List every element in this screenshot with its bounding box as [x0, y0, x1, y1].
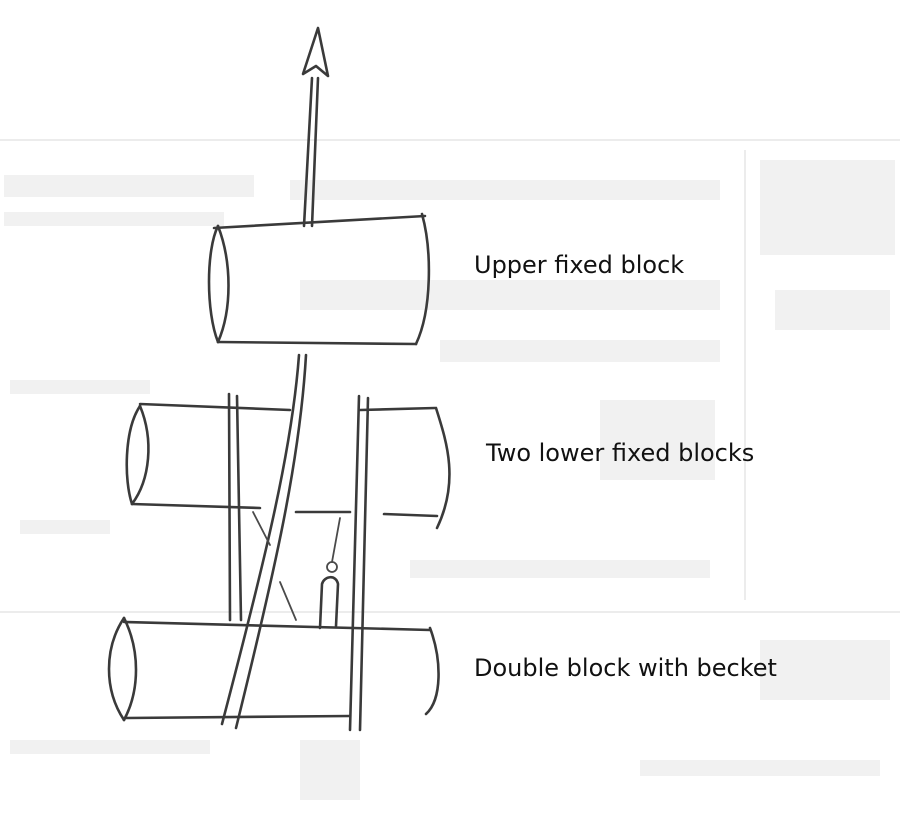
pull-arrow [301, 26, 330, 228]
label-upper-fixed-block: Upper fixed block [474, 251, 685, 279]
becket-hook [279, 517, 341, 630]
double-block [107, 616, 440, 722]
paper-bleed-through [0, 139, 900, 800]
rope-verticals [227, 392, 370, 732]
lower-fixed-blocks [125, 402, 451, 546]
label-two-lower-fixed-blocks: Two lower fixed blocks [486, 439, 755, 467]
upper-fixed-block [207, 212, 431, 346]
label-double-block-with-becket: Double block with becket [474, 654, 777, 682]
rope-diagonal [220, 353, 308, 730]
